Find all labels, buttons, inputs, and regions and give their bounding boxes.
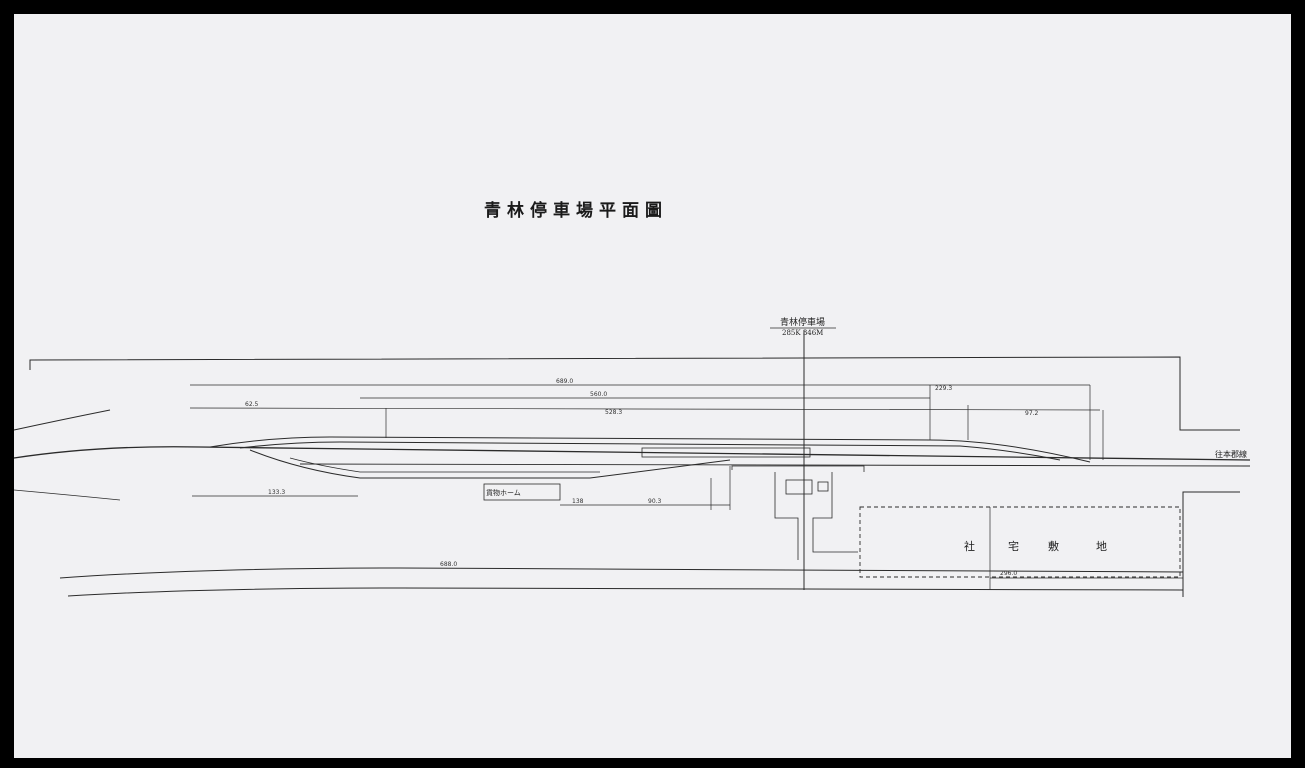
dim-lower-mid: 138 <box>572 498 584 505</box>
station-chainage: 285K 346M <box>782 329 823 337</box>
land-char-2: 宅 <box>1008 539 1019 553</box>
siding-track-4 <box>289 457 600 473</box>
boundary-top <box>29 356 1240 431</box>
station-building-area <box>731 465 865 560</box>
goods-shed <box>483 483 561 501</box>
dim-bottom-right: 296.0 <box>1000 570 1017 577</box>
dim-right-top: 229.3 <box>935 385 952 392</box>
road-line-2 <box>67 587 1184 597</box>
land-char-4: 地 <box>1096 540 1107 553</box>
dim-lower-left: 133.3 <box>268 489 285 496</box>
dim-bottom-long: 688.0 <box>440 561 457 568</box>
station-building <box>785 479 813 495</box>
siding-track-3 <box>249 449 731 479</box>
drawing-sheet <box>14 14 1291 758</box>
siding-track-2 <box>239 441 1061 461</box>
station-label: 青林停車場 <box>780 316 825 328</box>
company-housing-land <box>859 506 1181 578</box>
dim-lower-mid2: 90.3 <box>648 498 662 505</box>
dim-top-total: 689.0 <box>556 378 573 385</box>
land-char-3: 敷 <box>1048 539 1059 553</box>
warehouse-label: 貨物ホーム <box>486 488 521 497</box>
dim-inner-2: 528.3 <box>605 409 622 416</box>
platform <box>641 447 811 458</box>
boundary-bottom <box>1182 491 1240 597</box>
left-lower-curve <box>13 489 121 501</box>
dim-inner-top: 560.0 <box>590 391 607 398</box>
road-line-1 <box>59 567 1184 579</box>
siding-track-1 <box>209 436 1091 463</box>
boundary-left-curve <box>13 409 111 431</box>
land-char-1: 社 <box>964 539 975 553</box>
annex-building <box>817 481 829 492</box>
dim-left-1: 62.5 <box>245 401 259 408</box>
dim-right-inner: 97.2 <box>1025 410 1039 417</box>
main-track <box>13 446 1251 461</box>
direction-label: 往本郡線 <box>1215 449 1247 459</box>
dim-line-inner2 <box>189 407 1101 411</box>
secondary-track <box>299 463 1251 467</box>
plan-title: 青林停車場平面圖 <box>484 201 668 221</box>
